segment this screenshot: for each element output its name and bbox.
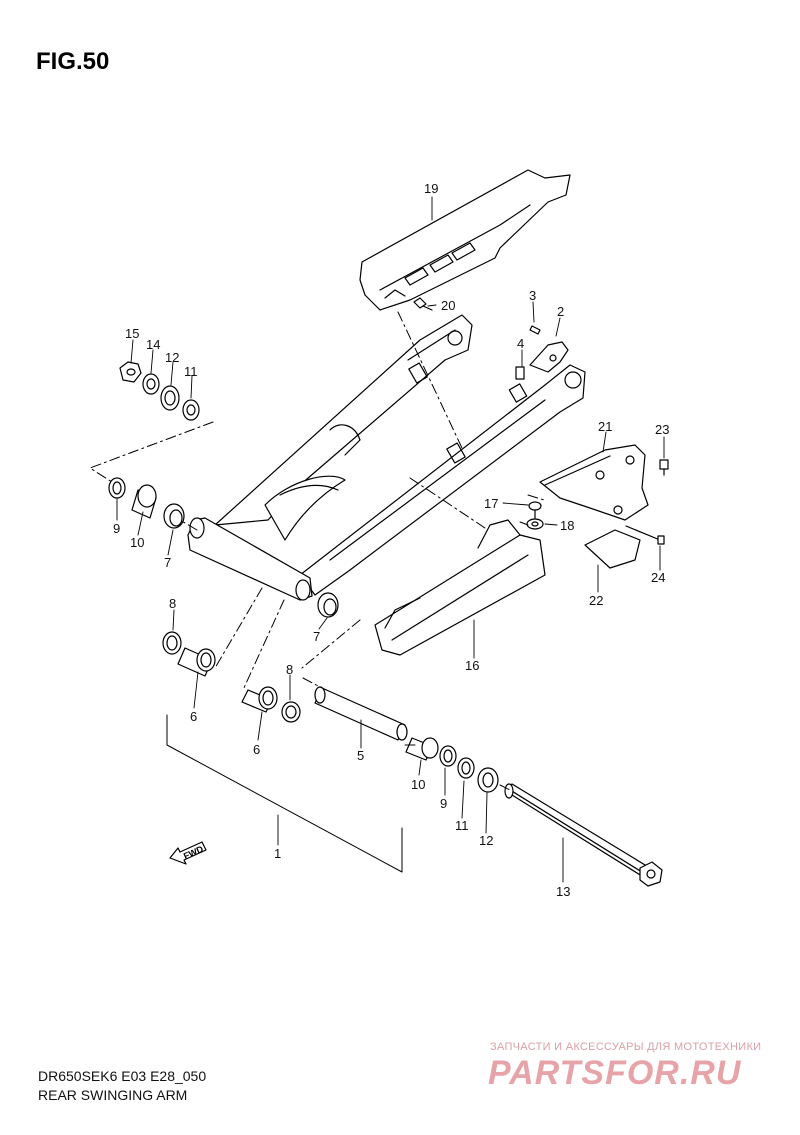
callout-12b: 12 xyxy=(479,833,493,848)
assembly-bracket xyxy=(166,714,403,873)
callout-18: 18 xyxy=(560,518,574,533)
cover-part xyxy=(584,529,641,569)
callout-5: 5 xyxy=(357,748,364,763)
callout-10a: 10 xyxy=(130,535,144,550)
callout-2: 2 xyxy=(557,304,564,319)
callout-labels: 19 3 2 4 20 21 23 17 18 24 22 16 15 14 1… xyxy=(113,181,669,899)
callout-8b: 8 xyxy=(286,662,293,677)
callout-6a: 6 xyxy=(190,709,197,724)
callout-1: 1 xyxy=(274,846,281,861)
bracket-part xyxy=(539,444,649,521)
leader-lines xyxy=(116,196,665,883)
forward-arrow-icon: FWD xyxy=(169,841,207,865)
watermark-logo: PARTSFOR.RU xyxy=(488,1054,742,1092)
model-code: DR650SEK6 E03 E28_050 xyxy=(38,1068,207,1084)
fitting-part xyxy=(529,341,569,373)
middle-bearings xyxy=(241,592,339,723)
spacer-tube-part xyxy=(314,686,408,741)
callout-4: 4 xyxy=(517,336,524,351)
figure-title: FIG.50 xyxy=(36,48,110,75)
swing-arm-part xyxy=(187,314,586,601)
assembly-guide-lines xyxy=(89,311,545,791)
fwd-label: FWD xyxy=(182,844,205,862)
watermark-tagline: ЗАПЧАСТИ И АКСЕССУАРЫ ДЛЯ МОТОТЕХНИКИ xyxy=(490,1041,762,1053)
left-bearing-stack xyxy=(108,477,185,529)
callout-24: 24 xyxy=(651,570,665,585)
callout-8a: 8 xyxy=(169,596,176,611)
callout-7a: 7 xyxy=(164,555,171,570)
chain-buffer-part xyxy=(374,519,546,656)
callout-13: 13 xyxy=(556,884,570,899)
callout-9a: 9 xyxy=(113,521,120,536)
figure-caption: REAR SWINGING ARM xyxy=(38,1087,188,1103)
callout-17: 17 xyxy=(484,496,498,511)
chain-guard-part xyxy=(359,169,571,311)
callout-16: 16 xyxy=(465,658,479,673)
upper-hardware-stack xyxy=(119,361,200,421)
small-fasteners xyxy=(413,297,669,545)
callout-11b: 11 xyxy=(455,818,469,833)
callout-6b: 6 xyxy=(253,742,260,757)
callout-12a: 12 xyxy=(165,350,179,365)
right-bearing-stack xyxy=(405,737,499,793)
lower-left-bearings xyxy=(162,631,216,677)
callout-9b: 9 xyxy=(440,796,447,811)
callout-10b: 10 xyxy=(411,777,425,792)
callout-19: 19 xyxy=(424,181,438,196)
callout-21: 21 xyxy=(598,419,612,434)
callout-22: 22 xyxy=(589,593,603,608)
callout-11a: 11 xyxy=(184,364,198,379)
callout-14: 14 xyxy=(146,337,160,352)
pivot-shaft-part xyxy=(504,783,663,887)
callout-15: 15 xyxy=(125,326,139,341)
callout-7b: 7 xyxy=(313,629,320,644)
callout-20: 20 xyxy=(441,298,455,313)
callout-3: 3 xyxy=(529,288,536,303)
callout-23: 23 xyxy=(655,422,669,437)
